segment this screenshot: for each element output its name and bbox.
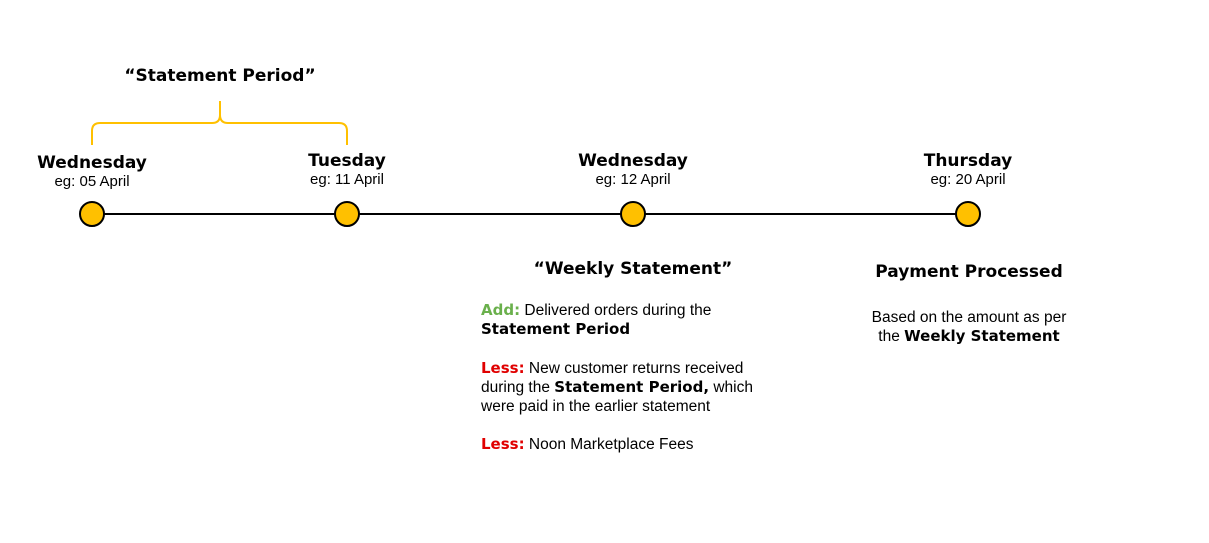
milestone-2: Tuesday eg: 11 April (277, 151, 417, 189)
less-fees-text: Noon Marketplace Fees (528, 436, 694, 453)
milestone-3-day: Wednesday (578, 151, 688, 171)
timeline-node-1 (79, 201, 105, 227)
statement-period-bracket (91, 101, 348, 145)
payment-description: Based on the amount as per the Weekly St… (864, 308, 1074, 346)
less-returns-bold: Statement Period, (554, 378, 710, 396)
less-returns-label: Less: (481, 359, 525, 377)
weekly-statement-less-fees: Less: Noon Marketplace Fees (481, 435, 761, 454)
add-text: Delivered orders during the (524, 302, 712, 319)
less-returns-text-b: which were paid in the earlier statement (481, 379, 753, 415)
timeline-node-3 (620, 201, 646, 227)
payment-text: Based on the amount as per the (871, 309, 1067, 345)
milestone-2-date: eg: 11 April (310, 171, 384, 188)
milestone-4: Thursday eg: 20 April (898, 151, 1038, 189)
weekly-statement-add: Add: Delivered orders during the Stateme… (481, 301, 761, 339)
statement-period-label: “Statement Period” (124, 66, 316, 86)
add-bold: Statement Period (481, 320, 631, 338)
less-fees-label: Less: (481, 435, 525, 453)
weekly-statement-less-returns: Less: New customer returns received duri… (481, 359, 761, 416)
timeline-node-4 (955, 201, 981, 227)
milestone-3-date: eg: 12 April (595, 171, 671, 188)
payment-title: Payment Processed (875, 262, 1063, 282)
milestone-4-day: Thursday (923, 151, 1013, 171)
milestone-4-date: eg: 20 April (930, 171, 1006, 188)
timeline-node-2 (334, 201, 360, 227)
milestone-1: Wednesday eg: 05 April (22, 153, 162, 191)
milestone-1-date: eg: 05 April (54, 173, 130, 190)
milestone-1-day: Wednesday (37, 153, 147, 173)
weekly-statement-title: “Weekly Statement” (533, 259, 733, 279)
milestone-2-day: Tuesday (308, 151, 386, 171)
payment-bold: Weekly Statement (904, 327, 1060, 345)
milestone-3: Wednesday eg: 12 April (563, 151, 703, 189)
less-returns-text-a: New customer returns received during the (481, 360, 744, 396)
add-label: Add: (481, 301, 521, 319)
